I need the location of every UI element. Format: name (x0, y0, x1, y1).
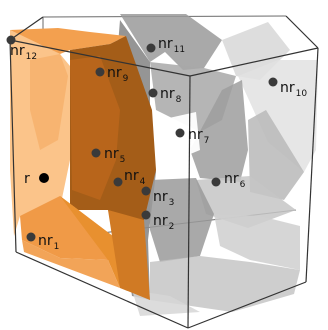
orange-cell-face-mid-light (30, 54, 68, 150)
gray-cell-lower-center (150, 178, 214, 262)
point-label: r (24, 171, 30, 187)
orange-cell-face-bottom (20, 196, 118, 260)
cube-edge (15, 251, 189, 329)
point-marker (148, 88, 158, 98)
point-nr3: nr3 (141, 186, 174, 208)
orange-cell-face-top (10, 28, 126, 54)
point-nr2: nr2 (141, 210, 174, 232)
point-label: nr8 (160, 86, 182, 105)
point-label: nr3 (153, 189, 174, 208)
orange-cell-face-front-strip (108, 210, 150, 300)
cube-edge (285, 15, 319, 49)
point-r: r (24, 171, 49, 187)
cube-edge (9, 39, 191, 77)
point-nr5: nr5 (91, 146, 125, 165)
gray-cell-right-middle (248, 110, 304, 200)
point-label: nr2 (153, 213, 174, 232)
cube-edge (189, 47, 319, 77)
gray-cell-nr10 (238, 60, 318, 172)
point-marker (39, 173, 49, 183)
cube-front-edges (9, 15, 319, 329)
point-marker (91, 148, 101, 158)
point-marker (6, 35, 16, 45)
orange-cell-face-inner-shade (70, 56, 120, 200)
cube-edge (305, 47, 319, 283)
point-marker (211, 177, 221, 187)
point-label: nr10 (280, 80, 307, 99)
point-marker (95, 67, 105, 77)
gray-cell-bottom (150, 256, 300, 312)
point-label: nr9 (107, 65, 129, 84)
point-label: nr4 (124, 168, 146, 187)
orange-cell-r (10, 28, 156, 300)
point-label: nr5 (104, 146, 125, 165)
point-label: nr11 (158, 36, 185, 55)
points-layer: r nr1 nr2 nr3 nr4 nr5 nr6 nr7 nr8 nr9 nr10 nr11 nr12 (6, 35, 307, 252)
gray-cell-nr7-plane (190, 80, 248, 182)
point-nr8: nr8 (148, 86, 182, 105)
point-marker (26, 232, 36, 242)
point-label: nr7 (188, 127, 209, 146)
point-nr1: nr1 (26, 232, 59, 252)
gray-cell-top (120, 14, 222, 70)
cube-edge (187, 281, 307, 329)
point-marker (113, 177, 123, 187)
orange-cell-face-bottom-front (60, 196, 120, 288)
cube-edge (9, 16, 44, 41)
point-nr10: nr10 (268, 77, 307, 99)
point-nr9: nr9 (95, 65, 129, 84)
gray-cell-lower-right (214, 214, 300, 270)
point-nr11: nr11 (146, 36, 185, 55)
cube-edge (187, 75, 191, 329)
point-label: nr12 (10, 43, 37, 62)
point-nr7: nr7 (175, 127, 209, 146)
point-marker (141, 186, 151, 196)
point-marker (146, 43, 156, 53)
point-nr6: nr6 (211, 171, 246, 190)
point-marker (175, 128, 185, 138)
point-nr12: nr12 (6, 35, 37, 62)
point-label: nr1 (38, 233, 59, 252)
point-nr4: nr4 (113, 168, 146, 187)
orange-cell-face-floor (22, 240, 120, 288)
point-label: nr6 (224, 171, 246, 190)
cube-edge (9, 39, 17, 253)
point-marker (141, 210, 151, 220)
point-marker (268, 77, 278, 87)
